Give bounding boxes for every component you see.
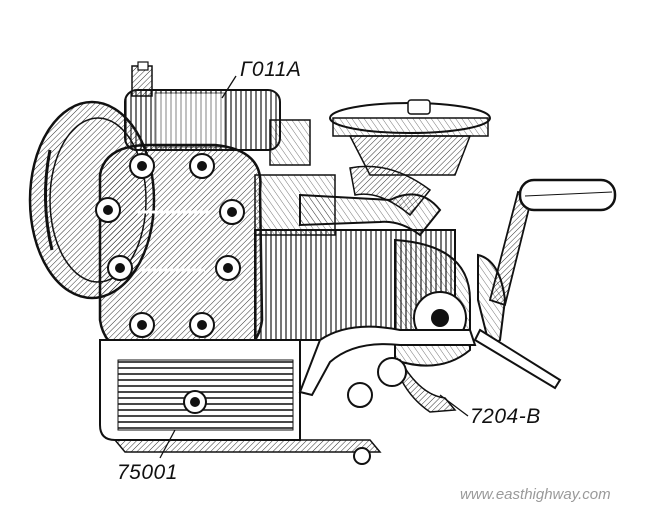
callout-crankcase-label: 75001 [117,461,178,484]
crank-handle [473,178,617,390]
air-filter [329,99,491,176]
callout-magneto-label: 7204-В [470,405,541,428]
leader-lines [159,75,469,459]
callout-generator-label: Г011А [240,58,302,81]
watermark-text: www.easthighway.com [460,486,611,503]
magneto [394,238,471,413]
control-lever [298,325,477,408]
cylinder-head [95,143,264,360]
intake-pipe [299,165,442,237]
